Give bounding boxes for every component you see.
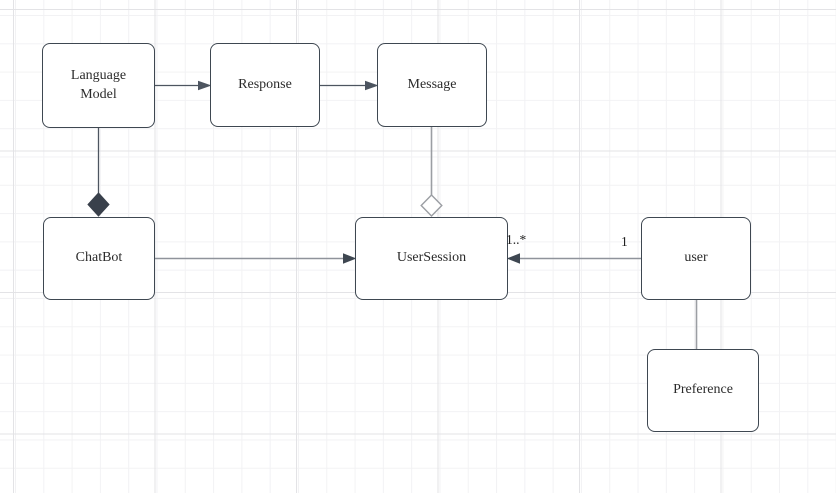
node-usersession[interactable]: UserSession bbox=[355, 217, 508, 300]
node-label: Response bbox=[238, 76, 292, 92]
edge-chatbot-to-usersession[interactable] bbox=[155, 253, 357, 264]
node-language-model[interactable]: Language Model bbox=[42, 43, 155, 128]
node-chatbot[interactable]: ChatBot bbox=[43, 217, 155, 300]
arrowhead-icon bbox=[198, 80, 212, 91]
node-response[interactable]: Response bbox=[210, 43, 320, 127]
node-label: Preference bbox=[673, 382, 733, 398]
multiplicity-label-user[interactable]: 1 bbox=[621, 234, 628, 249]
composition-diamond-icon bbox=[87, 192, 110, 217]
node-label: user bbox=[684, 250, 708, 266]
edge-message-to-usersession[interactable] bbox=[420, 127, 443, 217]
edge-language-model-to-response[interactable] bbox=[155, 80, 212, 91]
node-user[interactable]: user bbox=[641, 217, 751, 300]
node-label: Language Model bbox=[70, 67, 127, 102]
node-label: UserSession bbox=[396, 250, 467, 266]
aggregation-diamond-icon bbox=[420, 194, 443, 217]
multiplicity-label-usersession[interactable]: 1..* bbox=[506, 232, 527, 247]
node-label: ChatBot bbox=[75, 250, 123, 266]
edge-response-to-message[interactable] bbox=[320, 80, 379, 91]
node-message[interactable]: Message bbox=[377, 43, 487, 127]
node-preference[interactable]: Preference bbox=[647, 349, 759, 432]
arrowhead-icon bbox=[506, 253, 520, 264]
edge-language-model-to-chatbot[interactable] bbox=[87, 128, 110, 217]
arrowhead-icon bbox=[343, 253, 357, 264]
arrowhead-icon bbox=[365, 80, 379, 91]
node-label: Message bbox=[407, 76, 457, 92]
edge-user-to-usersession[interactable] bbox=[506, 253, 641, 264]
